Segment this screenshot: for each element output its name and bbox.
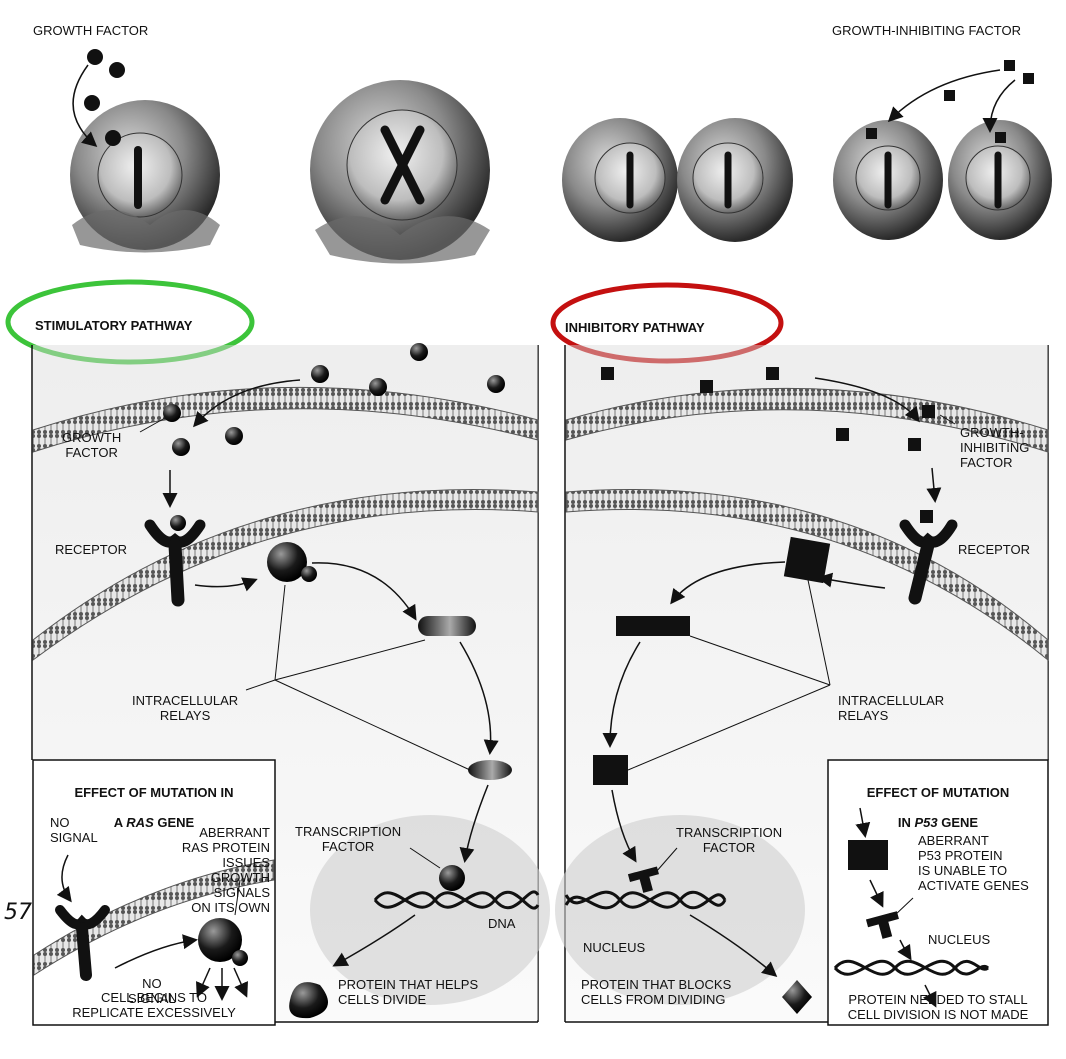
stimulatory-receptor bbox=[144, 515, 258, 607]
ras-mutation-box bbox=[32, 759, 276, 1026]
stimulatory-relays-label: INTRACELLULAR RELAYS bbox=[132, 693, 239, 723]
stimulatory-growth-factor-label: GROWTH FACTOR bbox=[62, 430, 122, 460]
margin-page-number: 57 bbox=[4, 900, 32, 925]
p53-gene-name: P53 bbox=[914, 815, 938, 830]
inhibitory-molecules bbox=[601, 367, 956, 503]
inhibitory-protein-label: PROTEIN THAT BLOCKS CELLS FROM DIVIDING bbox=[581, 977, 732, 1007]
p53-mutation-box bbox=[827, 759, 1049, 1026]
p53-result-text: PROTEIN NEEDED TO STALL CELL DIVISION IS… bbox=[847, 992, 1029, 1022]
ras-no-signal-top: NO SIGNAL bbox=[50, 815, 98, 845]
dna-helix-left bbox=[373, 890, 540, 910]
dna-label: DNA bbox=[488, 916, 516, 931]
stimulatory-receptor-label: RECEPTOR bbox=[55, 542, 127, 557]
cell-g1 bbox=[70, 100, 220, 253]
p53-box-title-suffix: GENE bbox=[937, 815, 979, 830]
ras-gene-name: RAS bbox=[126, 815, 154, 830]
top-growth-inhibiting-factor-label: GROWTH-INHIBITING FACTOR bbox=[832, 23, 1021, 38]
inhibiting-factor-molecules-top bbox=[866, 60, 1034, 143]
inhibitory-relays-label: INTRACELLULAR RELAYS bbox=[838, 693, 945, 723]
cell-metaphase bbox=[310, 80, 490, 264]
inhibitory-growth-inhibiting-factor-label: GROWTH- INHIBITING FACTOR bbox=[960, 425, 1030, 470]
stimulatory-pathway-title: STIMULATORY PATHWAY bbox=[35, 318, 193, 333]
p53-box-title-prefix: IN bbox=[897, 815, 915, 830]
growth-factor-molecules-top bbox=[72, 49, 125, 147]
inhibitory-nucleus-label: NUCLEUS bbox=[583, 940, 646, 955]
ras-result-text: CELL BEGINS TO REPLICATE EXCESSIVELY bbox=[72, 990, 236, 1020]
ras-box-title-line1: EFFECT OF MUTATION IN bbox=[74, 785, 234, 800]
stimulatory-transcription-factor-label: TRANSCRIPTION FACTOR bbox=[295, 824, 402, 854]
p53-nucleus-label: NUCLEUS bbox=[928, 932, 991, 947]
stimulatory-protein-label: PROTEIN THAT HELPS CELLS DIVIDE bbox=[338, 977, 479, 1007]
p53-box-title-line1: EFFECT OF MUTATION bbox=[866, 785, 1010, 800]
ras-box-title-prefix: A bbox=[113, 815, 127, 830]
ras-box-title-suffix: GENE bbox=[153, 815, 195, 830]
top-growth-factor-label: GROWTH FACTOR bbox=[33, 23, 149, 38]
inhibitory-receptor bbox=[817, 510, 958, 605]
inhibitory-pathway-title: INHIBITORY PATHWAY bbox=[565, 320, 705, 335]
inhibitory-receptor-label: RECEPTOR bbox=[958, 542, 1030, 557]
ras-box-title: EFFECT OF MUTATION IN A RAS GENE bbox=[33, 770, 275, 830]
p53-aberrant-protein-text: ABERRANT P53 PROTEIN IS UNABLE TO ACTIVA… bbox=[918, 833, 1029, 893]
top-cell-cycle-row bbox=[70, 49, 1052, 264]
inhibitory-transcription-factor-label: TRANSCRIPTION FACTOR bbox=[676, 825, 783, 855]
cell-daughters bbox=[833, 120, 1052, 240]
p53-box-title: EFFECT OF MUTATION IN P53 GENE bbox=[828, 770, 1048, 830]
ras-aberrant-protein-text: ABERRANT RAS PROTEIN ISSUES GROWTH SIGNA… bbox=[181, 825, 270, 915]
ras-no-signal-bottom: NO SIGNAL bbox=[128, 976, 176, 1006]
dna-helix-right bbox=[564, 890, 727, 910]
cell-dividing bbox=[562, 118, 793, 242]
stimulatory-molecules bbox=[139, 343, 505, 508]
